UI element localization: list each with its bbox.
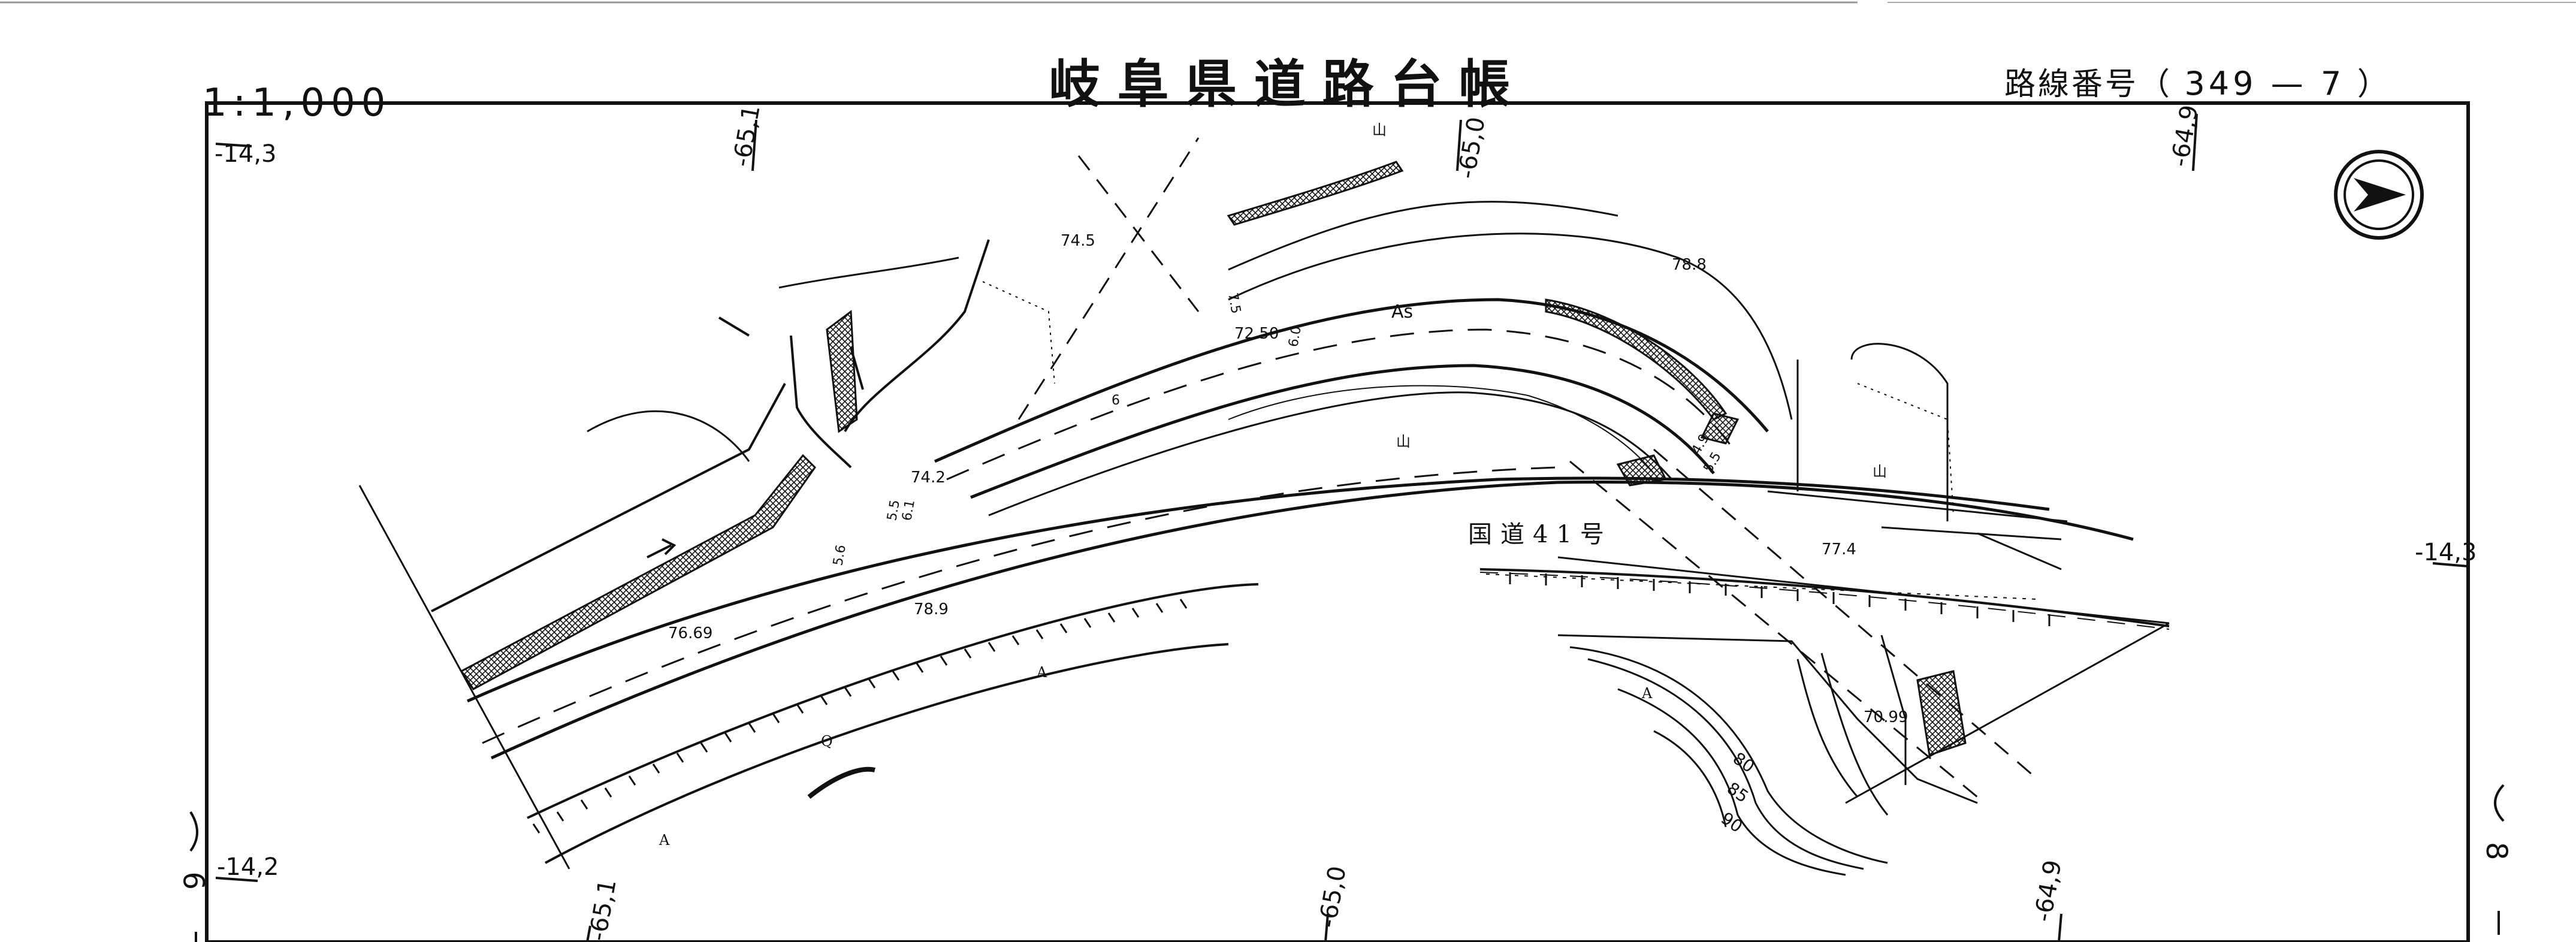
elevation-label: 74.2 bbox=[911, 469, 946, 487]
width-label: 6.0 bbox=[1286, 325, 1304, 348]
map-frame bbox=[205, 101, 2470, 942]
grid-label-bottom-x2: -65,0 bbox=[1314, 864, 1352, 930]
retaining-walls bbox=[460, 161, 1967, 756]
elevation-label: 76.69 bbox=[668, 624, 712, 642]
elevation-label: 78.9 bbox=[914, 600, 949, 618]
sheet-mark-left: 9 bbox=[179, 811, 212, 942]
svg-text:9: 9 bbox=[179, 871, 212, 890]
map-symbol: 山 bbox=[1372, 122, 1387, 138]
elevation-label: 74.5 bbox=[1061, 232, 1095, 250]
grid-label-bottom-x1: -65,1 bbox=[584, 877, 622, 942]
north-arrow-icon bbox=[2334, 150, 2424, 240]
width-label: 5.5 bbox=[1701, 449, 1725, 475]
width-label: 5.5 bbox=[884, 499, 903, 522]
map-symbol: 山 bbox=[1873, 463, 1887, 480]
terrain-contours bbox=[1557, 622, 2170, 876]
grid-label-top-left: -14,3 bbox=[215, 140, 277, 168]
ramp-road bbox=[934, 201, 1793, 517]
contour-label: 80 bbox=[1729, 748, 1758, 777]
elevation-label: 78.8 bbox=[1672, 256, 1707, 274]
map-symbols: 山 山 山 A A A Q bbox=[659, 122, 1887, 849]
national-route-41 bbox=[466, 466, 2170, 864]
slope-ticks bbox=[532, 572, 2050, 834]
svg-text:8: 8 bbox=[2480, 842, 2513, 861]
road-name-label: 国道41号 bbox=[1468, 521, 1612, 548]
map-symbol: A bbox=[1036, 664, 1047, 681]
sheet-mark-right: 8 bbox=[2480, 784, 2513, 935]
grid-label-bottom-left: -14,2 bbox=[217, 853, 279, 881]
width-label: 6.1 bbox=[899, 499, 918, 522]
map-symbol: Q bbox=[821, 733, 833, 750]
elevation-label: 72.50 bbox=[1234, 325, 1279, 343]
elevation-label: 77.4 bbox=[1822, 541, 1856, 558]
route-label-suffix: ） bbox=[2357, 67, 2391, 102]
traffic-arrow-icon bbox=[647, 538, 677, 558]
grid-ticks bbox=[215, 113, 2469, 942]
map-symbol: 山 bbox=[1396, 433, 1411, 450]
dotted-parcel bbox=[982, 281, 1954, 516]
surface-label: As bbox=[1391, 301, 1413, 322]
map-symbol: A bbox=[659, 832, 670, 849]
elevation-label: 70.99 bbox=[1864, 708, 1908, 726]
route-number: 349 — 7 bbox=[2184, 65, 2345, 102]
side-roads bbox=[358, 239, 990, 869]
grid-label-top-x3: -64,9 bbox=[2166, 103, 2204, 169]
map-symbol: A bbox=[1641, 685, 1653, 702]
grid-label-top-x1: -65,1 bbox=[728, 103, 766, 169]
grid-label-right: -14,3 bbox=[2415, 539, 2477, 566]
width-label: 5.6 bbox=[831, 544, 849, 567]
dashed-boundaries bbox=[1017, 137, 2038, 798]
width-label: 6 bbox=[1112, 393, 1120, 408]
grid-label-top-x2: -65,0 bbox=[1453, 115, 1491, 181]
width-label: 7.5 bbox=[1225, 292, 1243, 315]
route-number-label: 路線番号（ 349 — 7 ） bbox=[2004, 59, 2391, 104]
elevation-labels: 74.5 78.8 72.50 74.2 76.69 78.9 77.4 70.… bbox=[668, 232, 1908, 726]
pond-edge bbox=[807, 766, 875, 799]
parcel-outlines bbox=[587, 256, 2068, 570]
route-label-prefix: 路線番号（ bbox=[2004, 67, 2173, 102]
